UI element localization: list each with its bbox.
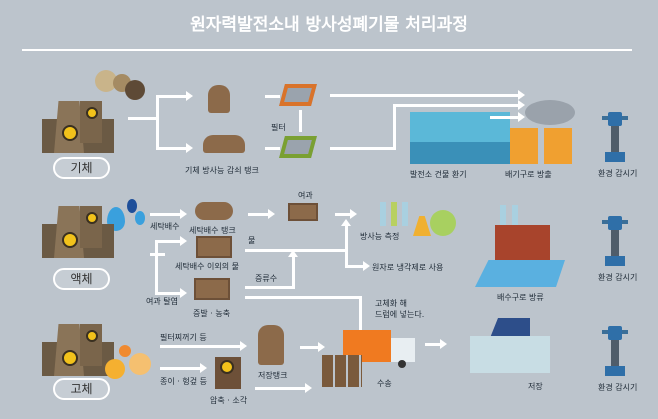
filter-icon-bottom (279, 136, 317, 158)
title-divider (22, 49, 632, 51)
label-stack-release: 배기구로 방출 (505, 170, 552, 179)
environment-monitor-icon (602, 108, 628, 164)
label-filtration: 여과 (298, 191, 313, 200)
cooling-towers-icon (510, 128, 575, 164)
smoke-icon (85, 70, 145, 100)
label-paper-cloth: 종이 · 헝겊 등 (160, 377, 207, 386)
solid-particles-icon (105, 345, 155, 380)
drum-icon (215, 357, 241, 389)
category-gas: 기체 (53, 157, 110, 179)
storage-building-icon (470, 318, 550, 373)
storage-tank-icon (258, 325, 284, 365)
label-other-water: 세탁배수 이외의 물 (175, 262, 239, 271)
category-solid: 고체 (53, 378, 110, 400)
label-radio-measure: 방사능 측정 (360, 232, 400, 241)
label-solidify-1: 고체화 해 (375, 299, 407, 308)
drums-stack-icon (322, 355, 362, 387)
nuclear-plant-gas-icon (42, 95, 114, 153)
label-discharge: 배수구로 방류 (497, 293, 544, 302)
label-evap: 증발 · 농축 (193, 309, 231, 318)
nuclear-plant-liquid-icon (42, 200, 114, 258)
gas-tank-icon (208, 85, 230, 113)
nuclear-plant-solid-icon (42, 318, 114, 376)
label-compress: 압축 · 소각 (210, 396, 248, 405)
label-building-vent: 발전소 건물 환기 (410, 170, 467, 179)
label-laundry: 세탁배수 (150, 222, 180, 231)
label-laundry-tank: 세탁배수 탱크 (189, 226, 236, 235)
evaporator-unit-icon (194, 278, 230, 300)
label-water: 물 (248, 236, 256, 245)
page-title: 원자력발전소내 방사성폐기물 처리과정 (190, 15, 468, 35)
label-filter: 필터 (271, 123, 286, 132)
label-transport: 수송 (377, 379, 392, 388)
power-building-icon (410, 112, 510, 164)
label-monitor-gas: 환경 감시기 (598, 169, 638, 178)
label-decay-tank: 기체 방사능 감쇠 탱크 (185, 166, 259, 175)
category-liquid: 액체 (53, 268, 110, 290)
environment-monitor-icon (602, 212, 628, 268)
filter-icon-top (279, 84, 317, 106)
label-storage-tank: 저장탱크 (258, 371, 288, 380)
label-filter-demin: 여과 탈염 (146, 297, 178, 306)
factory-discharge-icon (470, 205, 570, 287)
label-filter-residue: 필터찌꺼기 등 (160, 333, 207, 342)
environment-monitor-icon (602, 322, 628, 378)
filtration-unit-icon (288, 203, 318, 221)
label-monitor-solid: 환경 감시기 (598, 383, 638, 392)
label-distilled: 증류수 (255, 274, 278, 283)
other-water-unit-icon (196, 236, 232, 258)
label-monitor-liquid: 환경 감시기 (598, 273, 638, 282)
laundry-tank-icon (195, 202, 233, 220)
lab-equipment-icon (375, 198, 460, 238)
label-reactor-coolant: 원자로 냉각제로 사용 (372, 263, 444, 272)
exhaust-smoke-icon (525, 100, 575, 125)
label-storage: 저장 (528, 382, 543, 391)
label-solidify-2: 드럼에 넣는다. (375, 310, 425, 319)
decay-tanks-icon (203, 135, 245, 153)
